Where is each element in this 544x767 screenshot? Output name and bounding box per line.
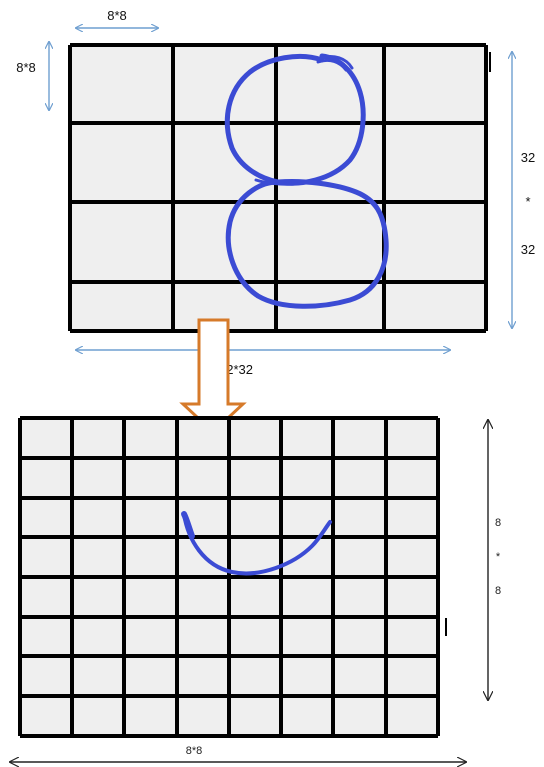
bottom-grid-height-label-bottom: 8 bbox=[495, 585, 501, 597]
downsampled-stroke bbox=[182, 512, 332, 576]
downsampled-stroke-start bbox=[181, 511, 195, 539]
bottom-grid bbox=[18, 416, 447, 738]
top-grid bbox=[68, 43, 491, 333]
bottom-grid-lines bbox=[18, 416, 440, 738]
top-grid-height-label-sep: * bbox=[525, 194, 530, 209]
bottom-grid-height-label-top: 8 bbox=[495, 517, 501, 529]
bottom-grid-height-label-sep: * bbox=[496, 551, 501, 563]
top-grid-lines bbox=[68, 43, 488, 333]
top-grid-height-label-bottom: 32 bbox=[521, 242, 535, 257]
top-block-width-label: 8*8 bbox=[107, 8, 127, 23]
top-block-height-label: 8*8 bbox=[16, 60, 36, 75]
bottom-grid-width-label: 8*8 bbox=[186, 745, 203, 757]
top-grid-height-label-top: 32 bbox=[521, 150, 535, 165]
handwritten-digit-eight bbox=[224, 53, 389, 309]
